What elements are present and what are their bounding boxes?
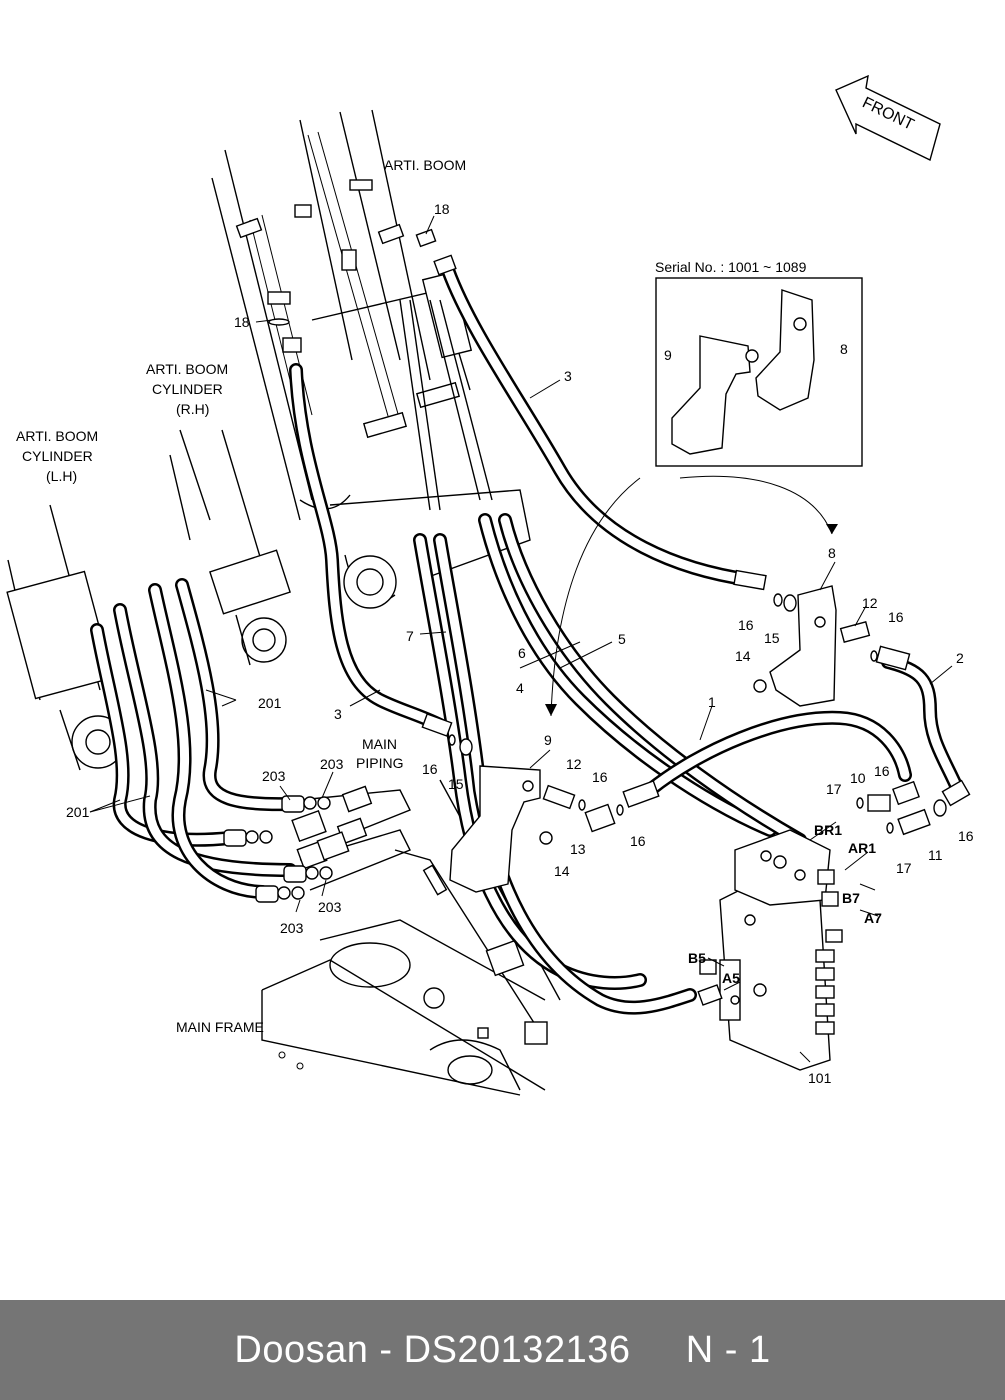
part-no-8b: 8 bbox=[828, 545, 836, 561]
port-a7: A7 bbox=[864, 910, 882, 926]
arti-boom-structure bbox=[211, 109, 531, 609]
part-no-16c: 16 bbox=[422, 761, 438, 777]
footer-bar: Doosan - DS20132136 N - 1 bbox=[0, 1300, 1005, 1400]
main-frame-label: MAIN FRAME bbox=[176, 1019, 264, 1035]
front-arrow: FRONT bbox=[835, 74, 941, 161]
part-no-101: 101 bbox=[808, 1070, 832, 1086]
part-no-16a: 16 bbox=[888, 609, 904, 625]
arti-boom-cylinder-rh bbox=[169, 429, 291, 666]
part-no-12a: 12 bbox=[862, 595, 878, 611]
main-frame bbox=[261, 779, 561, 1096]
part-no-12b: 12 bbox=[566, 756, 582, 772]
bracket-8 bbox=[769, 585, 837, 707]
part-no-16e: 16 bbox=[630, 833, 646, 849]
part-number-labels: 18 18 3 3 9 8 8 12 16 16 15 14 2 7 6 5 4… bbox=[66, 201, 974, 1086]
part-no-3b: 3 bbox=[334, 706, 342, 722]
cyl-lh-label-3: (L.H) bbox=[46, 468, 77, 484]
part-no-203d: 203 bbox=[280, 920, 304, 936]
port-a5: A5 bbox=[722, 970, 740, 986]
part-no-14a: 14 bbox=[735, 648, 751, 664]
part-no-14b: 14 bbox=[554, 863, 570, 879]
part-no-17a: 17 bbox=[826, 781, 842, 797]
part-no-16d: 16 bbox=[592, 769, 608, 785]
main-piping-label-2: PIPING bbox=[356, 755, 403, 771]
port-ar1: AR1 bbox=[848, 840, 876, 856]
part-no-10: 10 bbox=[850, 770, 866, 786]
cyl-rh-label-1: ARTI. BOOM bbox=[146, 361, 228, 377]
cyl-rh-label-3: (R.H) bbox=[176, 401, 209, 417]
part-no-9b: 9 bbox=[544, 732, 552, 748]
part-no-203c: 203 bbox=[318, 899, 342, 915]
hydraulic-piping-diagram: FRONT ARTI. BOOM Serial No. bbox=[6, 74, 974, 1096]
hose-group-201 bbox=[90, 578, 297, 899]
part-no-17b: 17 bbox=[896, 860, 912, 876]
cyl-rh-label-2: CYLINDER bbox=[152, 381, 223, 397]
main-piping-block bbox=[291, 785, 411, 891]
leader-lines bbox=[89, 215, 953, 1063]
footer-text: Doosan - DS20132136 N - 1 bbox=[234, 1328, 771, 1371]
main-piping-label-1: MAIN bbox=[362, 736, 397, 752]
part-no-201b: 201 bbox=[66, 804, 90, 820]
part-no-16g: 16 bbox=[958, 828, 974, 844]
part-no-11: 11 bbox=[928, 847, 943, 863]
part-no-15a: 15 bbox=[764, 630, 780, 646]
part-no-18a: 18 bbox=[434, 201, 450, 217]
part-no-203b: 203 bbox=[320, 756, 344, 772]
port-b7: B7 bbox=[842, 890, 860, 906]
serial-label: Serial No. : 1001 ~ 1089 bbox=[655, 259, 807, 275]
part-no-6: 6 bbox=[518, 645, 526, 661]
part-no-9a: 9 bbox=[664, 347, 672, 363]
port-b5: B5 bbox=[688, 950, 706, 966]
arti-boom-label: ARTI. BOOM bbox=[384, 157, 466, 173]
part-no-5: 5 bbox=[618, 631, 626, 647]
part-no-7: 7 bbox=[406, 628, 414, 644]
cyl-lh-label-1: ARTI. BOOM bbox=[16, 428, 98, 444]
control-valve-101 bbox=[697, 829, 843, 1071]
part-no-13: 13 bbox=[570, 841, 586, 857]
part-no-16f: 16 bbox=[874, 763, 890, 779]
part-no-4: 4 bbox=[516, 680, 524, 696]
part-no-1: 1 bbox=[708, 694, 716, 710]
part-no-18b: 18 bbox=[234, 314, 250, 330]
part-no-8a: 8 bbox=[840, 341, 848, 357]
port-labels: BR1 AR1 B7 A7 B5 A5 bbox=[688, 822, 882, 986]
cyl-lh-label-2: CYLINDER bbox=[22, 448, 93, 464]
part-no-15b: 15 bbox=[448, 776, 464, 792]
bracket-9 bbox=[449, 765, 541, 893]
serial-inset-box bbox=[655, 277, 863, 467]
part-no-203a: 203 bbox=[262, 768, 286, 784]
fittings bbox=[223, 228, 971, 903]
arti-boom-cylinder-lh bbox=[6, 504, 125, 771]
part-no-3a: 3 bbox=[564, 368, 572, 384]
part-no-201a: 201 bbox=[258, 695, 282, 711]
part-no-2: 2 bbox=[956, 650, 964, 666]
part-no-16b: 16 bbox=[738, 617, 754, 633]
port-br1: BR1 bbox=[814, 822, 842, 838]
